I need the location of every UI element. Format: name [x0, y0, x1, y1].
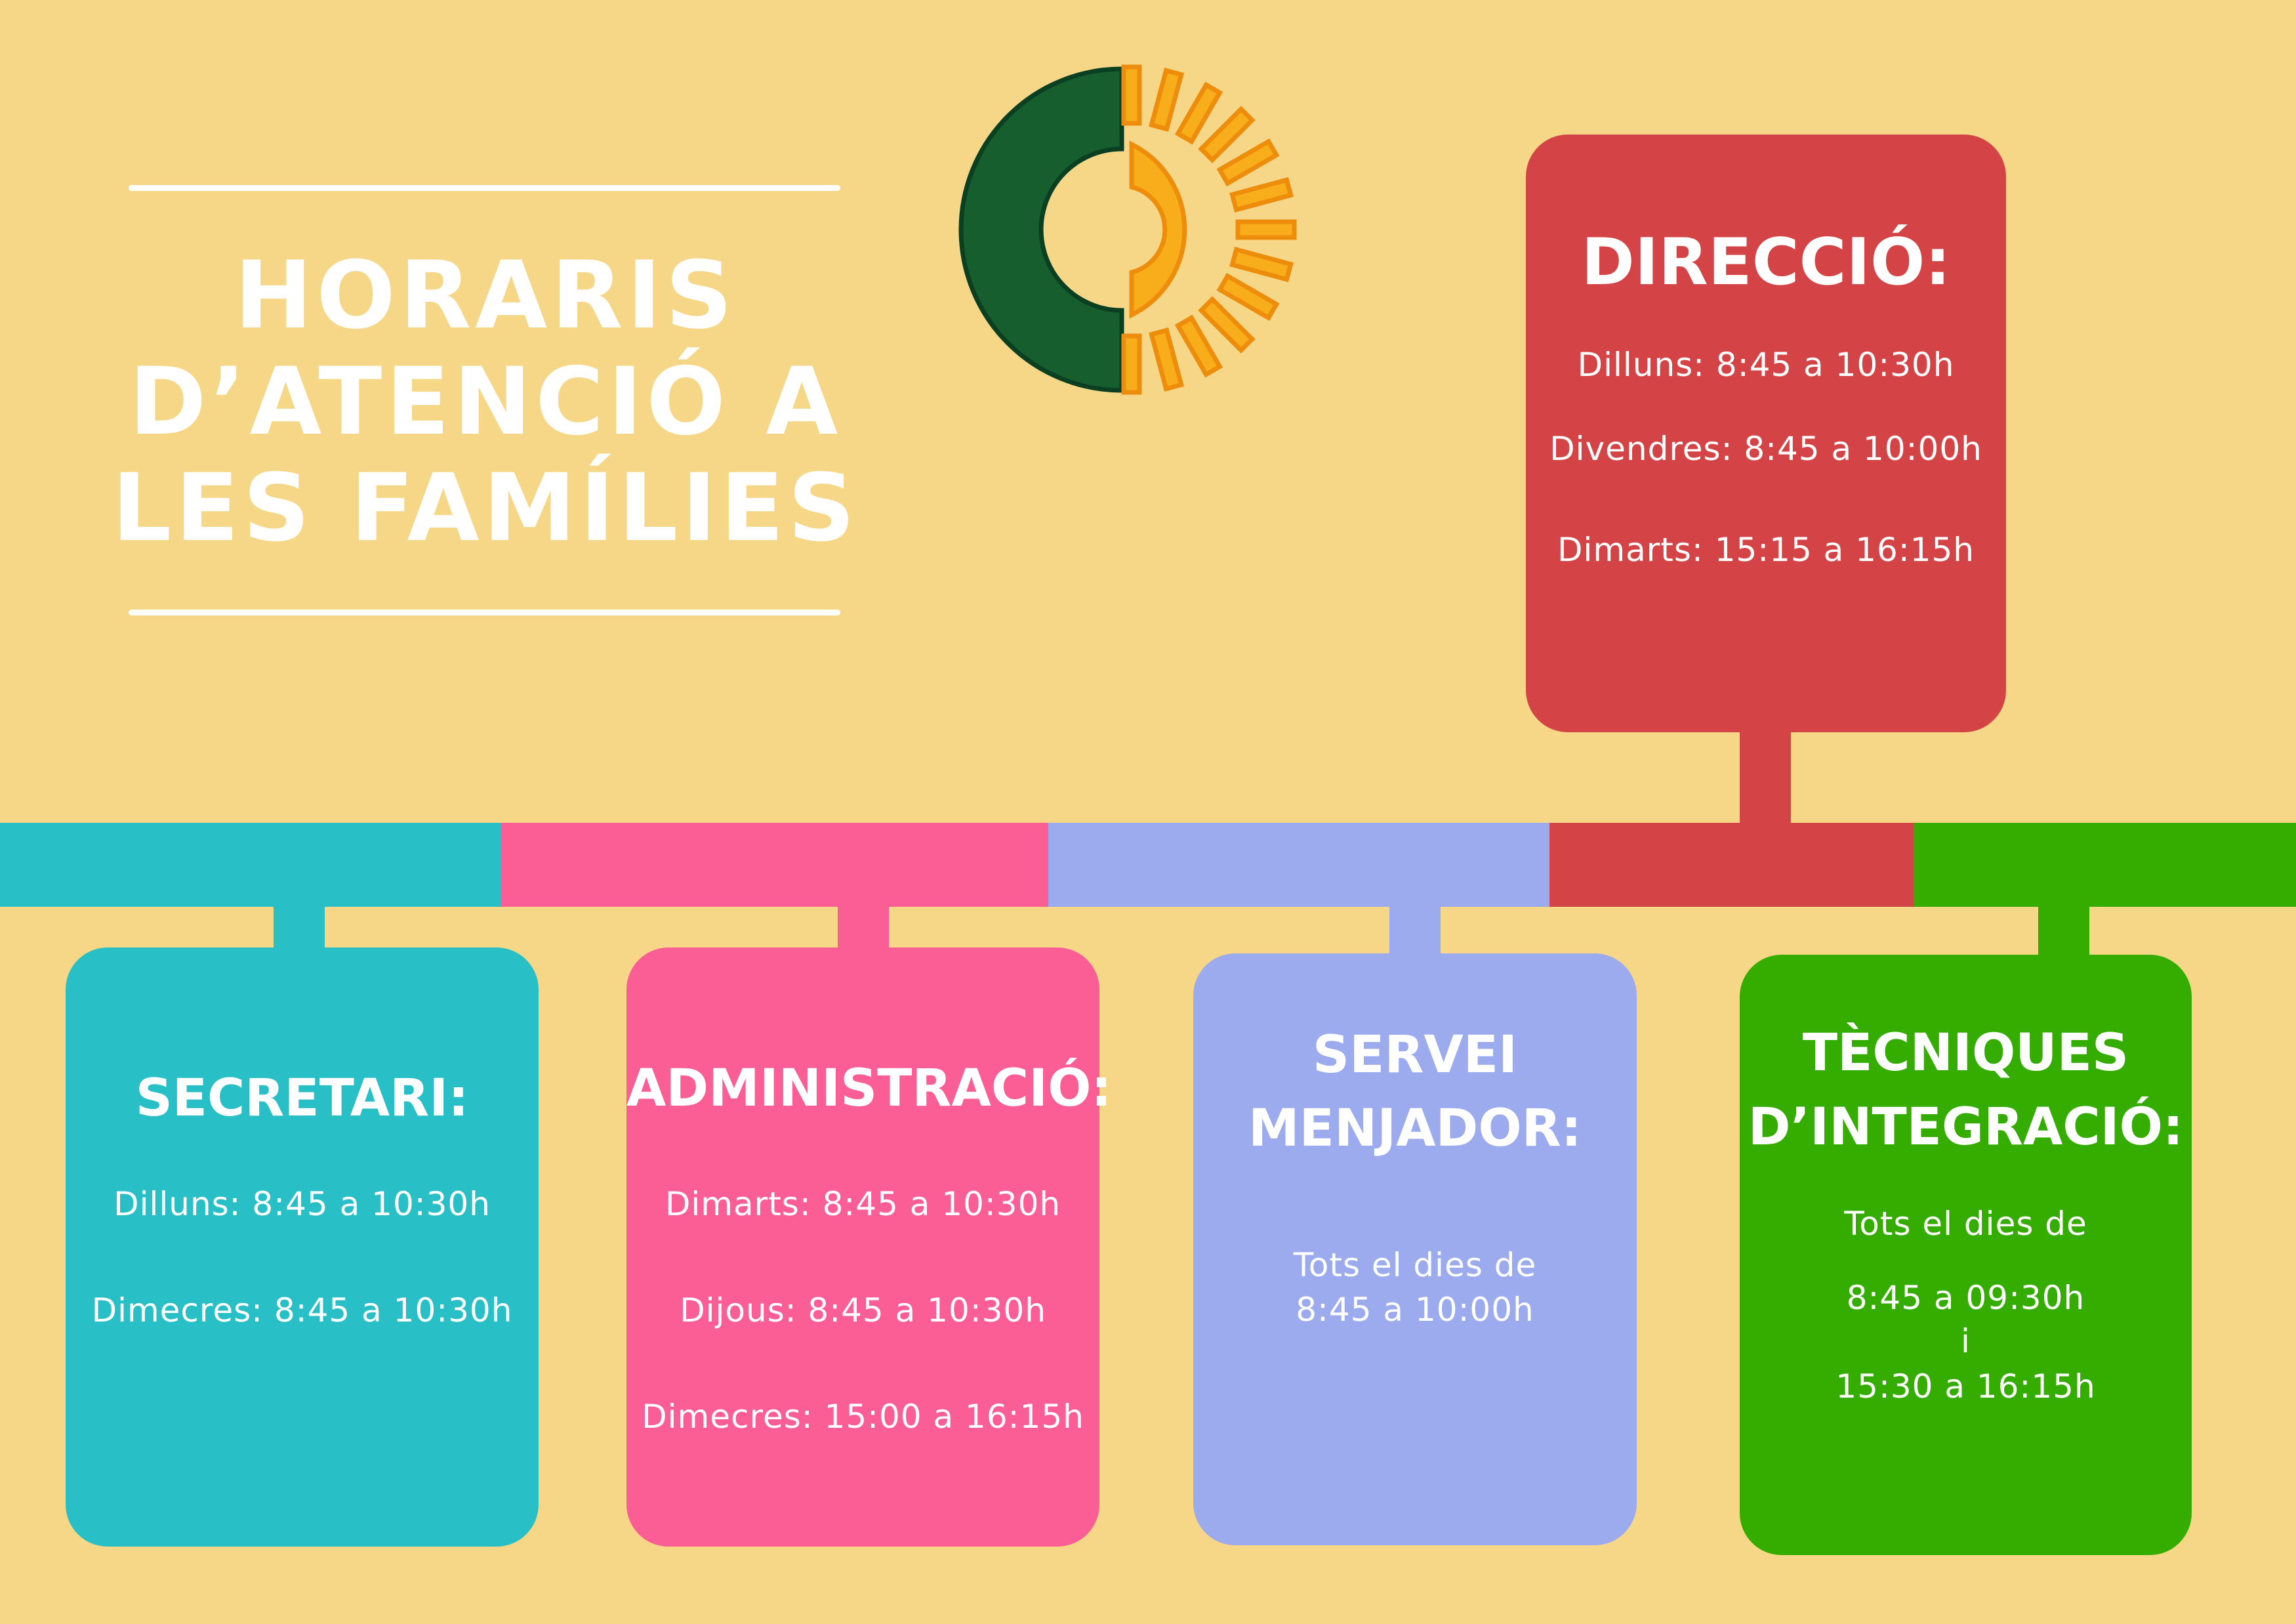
secretari-line-2: Dimecres: 8:45 a 10:30h — [91, 1291, 513, 1329]
title-bottom-rule — [129, 610, 840, 615]
band-segment-direccio — [1549, 823, 1914, 907]
sun-ray — [1174, 314, 1223, 378]
sun-ray — [1198, 106, 1256, 163]
title-line-3: LES FAMÍLIES — [112, 454, 859, 562]
band-segment-administracio — [501, 823, 1048, 907]
direccio-card: DIRECCIÓ: Dilluns: 8:45 a 10:30h Divendr… — [1526, 135, 2006, 732]
tecniques-connector — [2038, 906, 2089, 958]
direccio-heading: DIRECCIÓ: — [1581, 225, 1951, 300]
title-top-rule — [129, 185, 840, 191]
menjador-connector — [1389, 906, 1441, 957]
sun-ray — [1235, 219, 1297, 240]
tecniques-heading-1: TÈCNIQUES — [1802, 1024, 2129, 1083]
menjador-line-2: 8:45 a 10:00h — [1296, 1291, 1534, 1329]
tecniques-line-3: i — [1961, 1322, 1971, 1360]
tecniques-heading-2: D’INTEGRACIÓ: — [1748, 1098, 2184, 1157]
sun-ray — [1229, 177, 1294, 213]
sun-ray — [1216, 138, 1280, 187]
band-segment-tecniques — [1914, 823, 2296, 907]
sun-ray — [1198, 296, 1256, 354]
administracio-card: ADMINISTRACIÓ: Dimarts: 8:45 a 10:30h Di… — [626, 947, 1112, 1547]
tecniques-line-1: Tots el dies de — [1844, 1205, 2087, 1243]
secretari-line-1: Dilluns: 8:45 a 10:30h — [113, 1185, 491, 1223]
tecniques-card: TÈCNIQUES D’INTEGRACIÓ: Tots el dies de … — [1740, 955, 2192, 1555]
direccio-line-3: Dimarts: 15:15 a 16:15h — [1557, 531, 1975, 569]
page-title: HORARIS D’ATENCIÓ A LES FAMÍLIES — [98, 243, 872, 562]
tecniques-line-2: 8:45 a 09:30h — [1846, 1279, 2085, 1317]
direccio-line-1: Dilluns: 8:45 a 10:30h — [1577, 346, 1955, 384]
secretari-heading: SECRETARI: — [135, 1069, 469, 1128]
tecniques-line-4: 15:30 a 16:15h — [1835, 1367, 2096, 1405]
school-sun-logo-icon — [958, 64, 1297, 395]
menjador-heading-2: MENJADOR: — [1248, 1099, 1582, 1158]
secretari-connector — [274, 906, 325, 951]
sun-ray — [1149, 68, 1185, 132]
menjador-card: SERVEI MENJADOR: Tots el dies de 8:45 a … — [1193, 953, 1637, 1545]
direccio-connector — [1740, 728, 1791, 827]
sun-ray — [1174, 81, 1223, 145]
band-segment-menjador — [1048, 823, 1549, 907]
title-line-2: D’ATENCIÓ A — [129, 348, 842, 456]
sun-ray — [1216, 272, 1280, 322]
sun-ray — [1121, 64, 1142, 126]
sun-ray — [1229, 247, 1294, 283]
title-line-1: HORARIS — [234, 241, 737, 350]
band-segment-secretari — [0, 823, 501, 907]
administracio-heading: ADMINISTRACIÓ: — [626, 1059, 1112, 1118]
sun-ray — [1121, 333, 1142, 395]
menjador-heading-1: SERVEI — [1312, 1026, 1518, 1085]
menjador-line-1: Tots el dies de — [1293, 1246, 1537, 1284]
administracio-connector — [838, 906, 889, 951]
secretari-card: SECRETARI: Dilluns: 8:45 a 10:30h Dimecr… — [66, 947, 539, 1547]
administracio-line-2: Dijous: 8:45 a 10:30h — [680, 1291, 1046, 1329]
administracio-line-3: Dimecres: 15:00 a 16:15h — [642, 1398, 1084, 1436]
direccio-line-2: Divendres: 8:45 a 10:00h — [1549, 430, 1982, 468]
sun-ray — [1149, 327, 1185, 392]
administracio-line-1: Dimarts: 8:45 a 10:30h — [665, 1185, 1061, 1223]
